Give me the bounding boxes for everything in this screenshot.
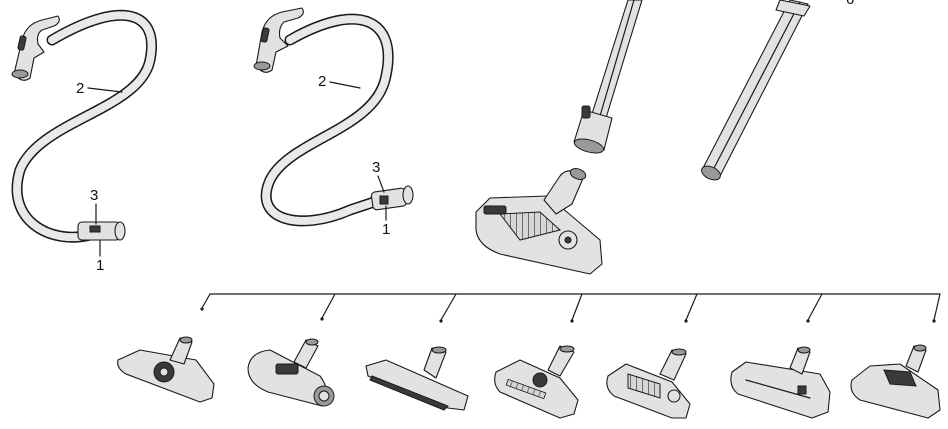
accessory-nozzle-6: [730, 346, 831, 419]
hose-a-leader-2: [87, 87, 123, 93]
hose-b-callout-1: 1: [382, 221, 390, 238]
hose-b-leader-3: [377, 175, 385, 193]
telescopic-tube-a: [573, 0, 643, 154]
hose-a-callout-1: 1: [96, 257, 104, 274]
hose-b-leader-2: [329, 81, 361, 89]
main-floor-nozzle: [475, 168, 603, 275]
hose-b-handle: [253, 7, 304, 73]
hose-assembly-b: 2 3 1: [253, 7, 414, 238]
telescopic-tube-b: 6: [701, 0, 854, 181]
hose-b-swivel-connector: [370, 185, 414, 211]
hose-a-callout-2: 2: [76, 80, 84, 97]
accessory-bracket: [200, 293, 941, 323]
hose-a-callout-3: 3: [90, 187, 98, 204]
hose-b-callout-3: 3: [372, 159, 380, 176]
accessory-nozzle-5: [606, 348, 691, 419]
hose-b-callout-2: 2: [318, 73, 326, 90]
accessory-nozzle-4: [494, 345, 579, 419]
accessory-nozzle-1: [117, 336, 215, 403]
accessory-nozzle-3: [365, 346, 469, 411]
hose-a-handle: [11, 15, 60, 81]
hose-b-corrugated-hose: [260, 13, 394, 227]
accessory-nozzle-7: [850, 344, 941, 419]
accessory-nozzle-2: [247, 338, 335, 407]
tube-callout: 6: [846, 0, 854, 8]
hose-a-swivel-connector: [77, 221, 126, 241]
hose-assembly-a: 2 3 1: [11, 9, 157, 274]
